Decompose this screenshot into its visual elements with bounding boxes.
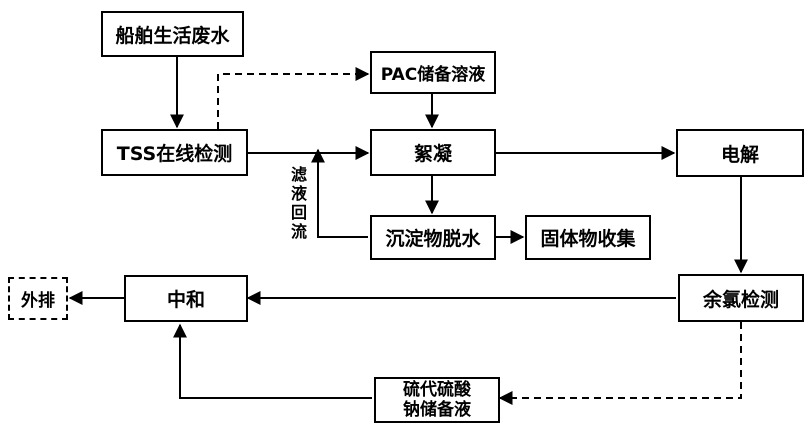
dashed-arrow-tss-to-pac — [217, 67, 370, 129]
tss-online-detection-box: TSS在线检测 — [101, 129, 248, 176]
coagulation-label: 絮凝 — [413, 143, 452, 165]
electrolysis-box: 电解 — [676, 129, 804, 177]
filtrate-return-text: 滤液回流 — [290, 165, 307, 241]
pac-reserve-solution-box: PAC储备溶液 — [370, 51, 496, 94]
coagulation-box: 絮凝 — [370, 129, 496, 176]
sediment-label: 沉淀物脱水 — [385, 228, 481, 250]
neutralization-box: 中和 — [124, 275, 248, 322]
discharge-box: 外排 — [8, 277, 68, 320]
neutralize-label: 中和 — [166, 289, 205, 311]
wastewater-box: 船舶生活废水 — [101, 11, 244, 57]
pac-label: PAC储备溶液 — [380, 65, 486, 85]
thiosulfate-label-line2: 钠储备液 — [403, 400, 471, 420]
thiosulfate-label-line1: 硫代硫酸 — [403, 380, 471, 400]
discharge-label: 外排 — [21, 291, 55, 311]
wastewater-label: 船舶生活废水 — [115, 24, 230, 47]
solids-collection-box: 固体物收集 — [525, 215, 651, 260]
residual-chlorine-detection-box: 余氯检测 — [678, 274, 804, 322]
tss-label: TSS在线检测 — [116, 143, 233, 165]
sediment-dewatering-box: 沉淀物脱水 — [370, 215, 496, 260]
sodium-thiosulfate-reserve-box: 硫代硫酸 钠储备液 — [374, 377, 500, 423]
dashed-arrow-chlorine-to-thiosulfate — [498, 322, 742, 405]
filtrate-return-label: 滤液回流 — [289, 165, 309, 241]
solids-label: 固体物收集 — [540, 228, 636, 250]
arrow-thiosulfate-to-neutralize — [173, 323, 372, 399]
chlorine-label: 余氯检测 — [702, 288, 779, 311]
arrow-filtrate-return — [311, 148, 368, 238]
electrolysis-label: 电解 — [720, 143, 759, 166]
